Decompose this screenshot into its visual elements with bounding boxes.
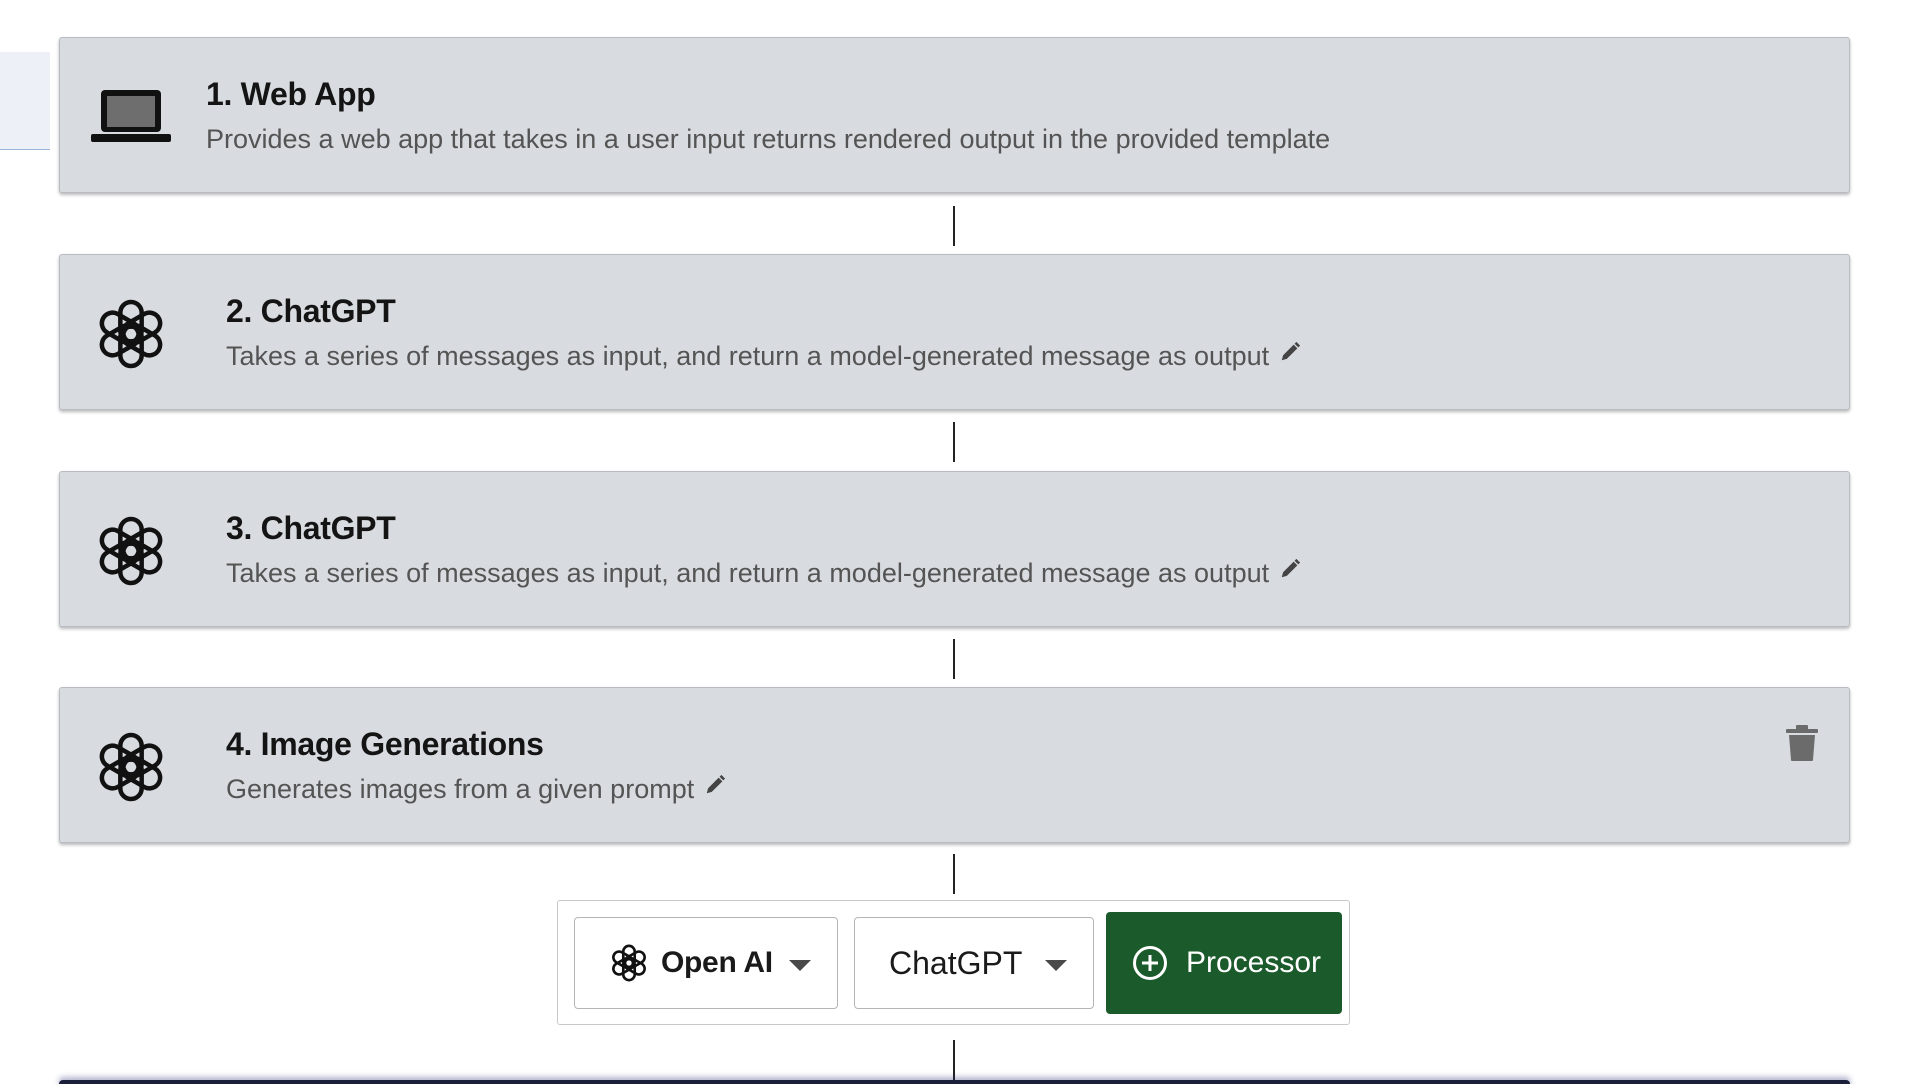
model-select-value: ChatGPT [889, 944, 1023, 981]
step-description-text: Generates images from a given prompt [226, 774, 695, 804]
model-select[interactable]: ChatGPT [854, 917, 1094, 1009]
add-processor-toolbar: Open AI ChatGPT Processor [557, 900, 1350, 1025]
provider-select[interactable]: Open AI [574, 917, 838, 1009]
trash-icon[interactable] [1785, 724, 1819, 762]
provider-select-value: Open AI [661, 946, 773, 979]
step-title: 3. ChatGPT [226, 510, 396, 546]
openai-icon [90, 510, 172, 592]
step-description: Provides a web app that takes in a user … [206, 124, 1330, 155]
step-description-text: Provides a web app that takes in a user … [206, 124, 1331, 154]
add-processor-label: Processor [1186, 946, 1322, 979]
step-connector [953, 854, 955, 894]
step-description-text: Takes a series of messages as input, and… [226, 558, 1270, 588]
side-panel-tab[interactable] [0, 52, 50, 150]
output-card-edge [59, 1080, 1850, 1084]
step-connector [953, 422, 955, 462]
openai-icon [607, 941, 651, 985]
step-connector [953, 639, 955, 679]
step-description: Generates images from a given prompt [226, 774, 726, 805]
step-card-chatgpt-1[interactable]: 2. ChatGPT Takes a series of messages as… [59, 254, 1850, 410]
step-connector [953, 1040, 955, 1080]
step-description: Takes a series of messages as input, and… [226, 558, 1301, 589]
chevron-down-icon [789, 960, 811, 971]
openai-icon [90, 726, 172, 808]
pencil-icon[interactable] [704, 774, 726, 796]
step-card-image-generations[interactable]: 4. Image Generations Generates images fr… [59, 687, 1850, 843]
pencil-icon[interactable] [1279, 558, 1301, 580]
plus-circle-icon [1132, 945, 1168, 981]
step-card-web-app[interactable]: 1. Web App Provides a web app that takes… [59, 37, 1850, 193]
add-processor-button[interactable]: Processor [1106, 912, 1342, 1014]
step-title: 1. Web App [206, 76, 376, 112]
step-title: 2. ChatGPT [226, 293, 396, 329]
step-description-text: Takes a series of messages as input, and… [226, 341, 1270, 371]
step-description: Takes a series of messages as input, and… [226, 341, 1301, 372]
laptop-icon [90, 76, 172, 158]
pencil-icon[interactable] [1279, 341, 1301, 363]
chevron-down-icon [1045, 960, 1067, 971]
openai-icon [90, 293, 172, 375]
step-card-chatgpt-2[interactable]: 3. ChatGPT Takes a series of messages as… [59, 471, 1850, 627]
step-title: 4. Image Generations [226, 726, 544, 762]
step-connector [953, 206, 955, 246]
